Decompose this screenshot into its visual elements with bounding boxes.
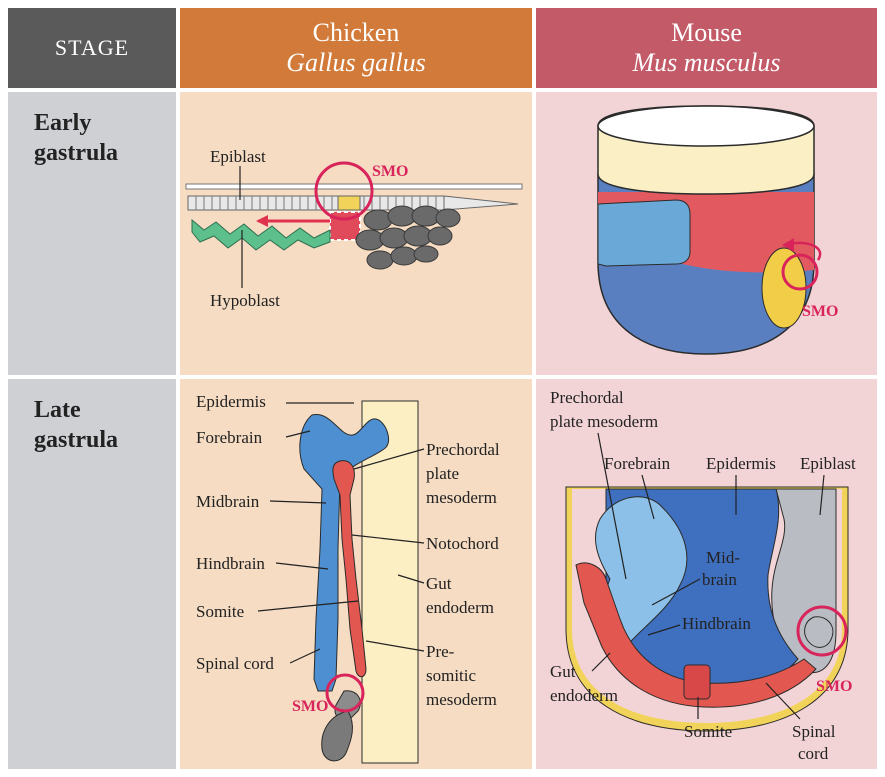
chicken-early-panel: SMO Epiblast Hypoblast	[180, 92, 532, 375]
somite-label: Somite	[684, 722, 732, 741]
mouse-early-panel: SMO	[536, 92, 877, 375]
mouse-common-name: Mouse	[671, 18, 742, 48]
prechordal-label-line2: plate mesoderm	[550, 412, 658, 431]
migration-arrow	[256, 215, 268, 227]
epidermis-label: Epidermis	[196, 392, 266, 411]
gut-endoderm-label-line2: endoderm	[550, 686, 618, 705]
smo-label: SMO	[372, 163, 408, 180]
hindbrain-label: Hindbrain	[682, 614, 751, 633]
midbrain-label: Midbrain	[196, 492, 260, 511]
smo-label: SMO	[802, 303, 838, 320]
row-label-early: Early gastrula	[8, 92, 176, 375]
prechordal-label-line2: plate	[426, 464, 459, 483]
smo-circle	[316, 163, 372, 219]
spinal-cord-label: Spinal cord	[196, 654, 274, 673]
notochord-label: Notochord	[426, 534, 499, 553]
mouse-scientific-name: Mus musculus	[632, 48, 780, 78]
presomitic-label-line1: Pre-	[426, 642, 455, 661]
hensens-node	[322, 711, 353, 761]
somite-block	[684, 665, 710, 699]
late-label-line2: gastrula	[34, 425, 176, 455]
early-label-line2: gastrula	[34, 138, 176, 168]
epiblast-label: Epiblast	[210, 147, 266, 166]
mouse-late-diagram: SMO Prechordal plate mesoderm Forebrain …	[536, 379, 877, 769]
chicken-scientific-name: Gallus gallus	[286, 48, 425, 78]
smo-label: SMO	[292, 698, 328, 715]
late-label-line1: Late	[34, 395, 176, 425]
gut-endoderm-label-line1: Gut	[426, 574, 452, 593]
prechordal-label-line1: Prechordal	[426, 440, 500, 459]
smo-label: SMO	[816, 678, 852, 695]
row-label-late: Late gastrula	[8, 379, 176, 769]
chicken-header: Chicken Gallus gallus	[180, 8, 532, 88]
chicken-early-diagram: SMO Epiblast Hypoblast	[180, 92, 532, 375]
stage-header-label: STAGE	[55, 35, 129, 61]
somite-label: Somite	[196, 602, 244, 621]
chicken-late-diagram: SMO Epidermis Forebrain Midbrain Hindbra…	[180, 379, 532, 769]
mesoderm-cells	[356, 206, 460, 269]
mouse-late-panel: SMO Prechordal plate mesoderm Forebrain …	[536, 379, 877, 769]
chicken-late-panel: SMO Epidermis Forebrain Midbrain Hindbra…	[180, 379, 532, 769]
chicken-common-name: Chicken	[313, 18, 400, 48]
stage-header: STAGE	[8, 8, 176, 88]
forebrain-label: Forebrain	[604, 454, 671, 473]
prechordal-label-line1: Prechordal	[550, 388, 624, 407]
midbrain-label-line1: Mid-	[706, 548, 740, 567]
spinal-cord-label-line1: Spinal	[792, 722, 836, 741]
spinal-cord-label-line2: cord	[798, 744, 829, 763]
hypoblast-layer	[192, 220, 330, 250]
epiblast-label: Epiblast	[800, 454, 856, 473]
epidermis-label: Epidermis	[706, 454, 776, 473]
prechordal-label-line3: mesoderm	[426, 488, 497, 507]
hypoblast-label: Hypoblast	[210, 291, 280, 310]
midbrain-label-line2: brain	[702, 570, 737, 589]
gut-endoderm-label-line2: endoderm	[426, 598, 494, 617]
cup-opening	[598, 106, 814, 146]
mouse-early-diagram: SMO	[536, 92, 877, 375]
early-label-line1: Early	[34, 108, 176, 138]
hindbrain-label: Hindbrain	[196, 554, 265, 573]
presomitic-label-line3: mesoderm	[426, 690, 497, 709]
forebrain-label: Forebrain	[196, 428, 263, 447]
gut-endoderm-label-line1: Gut	[550, 662, 576, 681]
presomitic-label-line2: somitic	[426, 666, 477, 685]
mouse-header: Mouse Mus musculus	[536, 8, 877, 88]
